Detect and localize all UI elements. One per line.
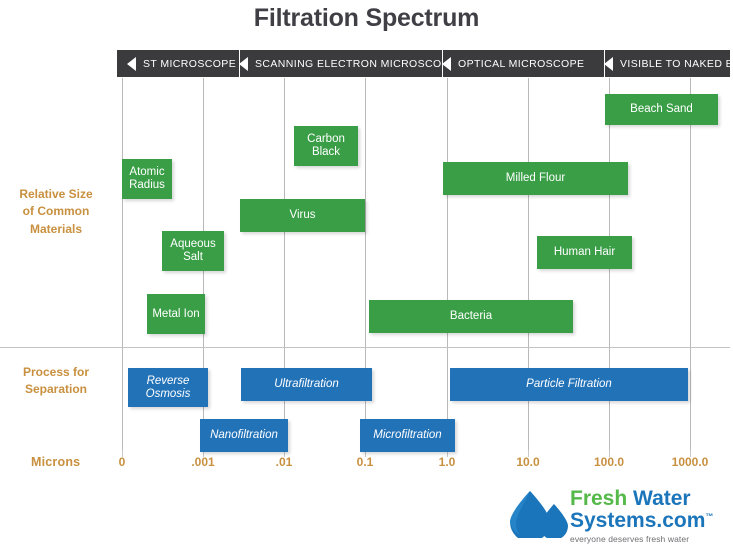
scale-band-segment: SCANNING ELECTRON MICROSCOPE [239, 50, 442, 77]
scale-band-divider [239, 50, 240, 77]
material-bar[interactable]: Virus [240, 199, 365, 232]
row-title-process-line2: Separation [24, 382, 87, 397]
row-title-materials: Relative Size of Common Materials [0, 186, 112, 238]
gridline [365, 78, 366, 450]
gridline [447, 78, 448, 450]
process-bar[interactable]: Ultrafiltration [241, 368, 372, 401]
company-logo: Fresh Water Systems.com™ everyone deserv… [508, 487, 728, 546]
axis-tick-label: 1.0 [438, 455, 456, 469]
material-bar-label: Virus [289, 209, 316, 222]
scale-band-divider [604, 50, 605, 77]
axis-tick-label: 10.0 [516, 455, 540, 469]
process-bar[interactable]: Microfiltration [360, 419, 455, 452]
row-divider [0, 347, 730, 348]
material-bar[interactable]: Beach Sand [605, 94, 718, 125]
axis-tick [122, 450, 123, 457]
gridline [284, 78, 285, 450]
material-bar-label: Human Hair [553, 246, 616, 259]
material-bar-label: Atomic Radius [129, 166, 165, 191]
axis-tick [447, 450, 448, 457]
axis-tick [284, 450, 285, 457]
axis-tick-label: 1000.0 [671, 455, 709, 469]
gridline [528, 78, 529, 450]
material-bar[interactable]: Metal Ion [147, 294, 205, 334]
scale-band-segment: VISIBLE TO NAKED EYE [604, 50, 730, 77]
row-title-materials-line2: of Common [22, 204, 90, 219]
gridline [122, 78, 123, 450]
row-title-materials-line1: Relative Size [19, 187, 93, 201]
microscope-scale-band [117, 50, 730, 77]
axis-tick [609, 450, 610, 457]
material-bar-label: Aqueous Salt [170, 238, 216, 263]
axis-tick [203, 450, 204, 457]
page-title: Filtration Spectrum [253, 4, 480, 32]
logo-fresh: Fresh [570, 487, 628, 510]
process-bar-label: Particle Filtration [526, 378, 612, 391]
logo-tagline: everyone deserves fresh water [570, 534, 690, 545]
process-bar[interactable]: Particle Filtration [450, 368, 688, 401]
process-bar-label: Ultrafiltration [274, 378, 339, 391]
material-bar[interactable]: Bacteria [369, 300, 573, 333]
row-title-materials-line3: Materials [29, 221, 83, 236]
left-arrow-icon [127, 56, 136, 71]
material-bar-label: Milled Flour [505, 172, 566, 185]
axis-tick [528, 450, 529, 457]
logo-line2: Systems.com™ [570, 510, 713, 532]
material-bar-label: Bacteria [449, 310, 493, 323]
scale-band-segment: OPTICAL MICROSCOPE [442, 50, 604, 77]
axis-tick-label: 0 [118, 455, 126, 469]
process-bar-label: Nanofiltration [210, 429, 278, 442]
logo-text: Fresh Water Systems.com™ everyone deserv… [570, 487, 713, 545]
material-bar[interactable]: Human Hair [537, 236, 632, 269]
left-arrow-icon [604, 56, 613, 71]
scale-band-label: VISIBLE TO NAKED EYE [620, 57, 730, 70]
scale-band-divider [442, 50, 443, 77]
axis-tick-label: .001 [191, 455, 215, 469]
left-arrow-icon [442, 56, 451, 71]
filtration-chart: ST MICROSCOPE SCANNING ELECTRON MICROSCOP… [0, 50, 730, 457]
axis-tick [365, 450, 366, 457]
gridline [690, 78, 691, 450]
left-arrow-icon [239, 56, 248, 71]
process-bar[interactable]: Reverse Osmosis [128, 368, 208, 407]
row-title-process-line1: Process for [22, 365, 90, 379]
logo-line1: Fresh Water [570, 487, 713, 510]
scale-band-label: SCANNING ELECTRON MICROSCOPE [255, 57, 442, 70]
material-bar[interactable]: Carbon Black [294, 126, 358, 166]
material-bar-label: Carbon Black [307, 133, 345, 158]
logo-trademark: ™ [705, 512, 714, 522]
process-bar-label: Microfiltration [373, 429, 442, 442]
axis-tick-label: .01 [275, 455, 293, 469]
water-drops-icon [510, 491, 568, 538]
axis-tick-label: 0.1 [356, 455, 374, 469]
scale-band-label: OPTICAL MICROSCOPE [458, 57, 585, 70]
logo-water: Water [633, 487, 691, 510]
logo-systems: Systems.com [570, 509, 706, 533]
material-bar-label: Beach Sand [630, 103, 693, 116]
material-bar[interactable]: Aqueous Salt [162, 231, 224, 271]
process-bar-label: Reverse Osmosis [145, 374, 191, 400]
axis-name-label: Microns [31, 455, 81, 469]
scale-band-segment: ST MICROSCOPE [117, 50, 239, 77]
scale-band-label: ST MICROSCOPE [143, 57, 237, 70]
axis-tick [690, 450, 691, 457]
material-bar-label: Metal Ion [152, 307, 200, 320]
process-bar[interactable]: Nanofiltration [200, 419, 288, 452]
material-bar[interactable]: Atomic Radius [122, 159, 172, 199]
material-bar[interactable]: Milled Flour [443, 162, 628, 195]
axis-tick-label: 100.0 [593, 455, 625, 469]
row-title-process: Process for Separation [0, 364, 112, 399]
